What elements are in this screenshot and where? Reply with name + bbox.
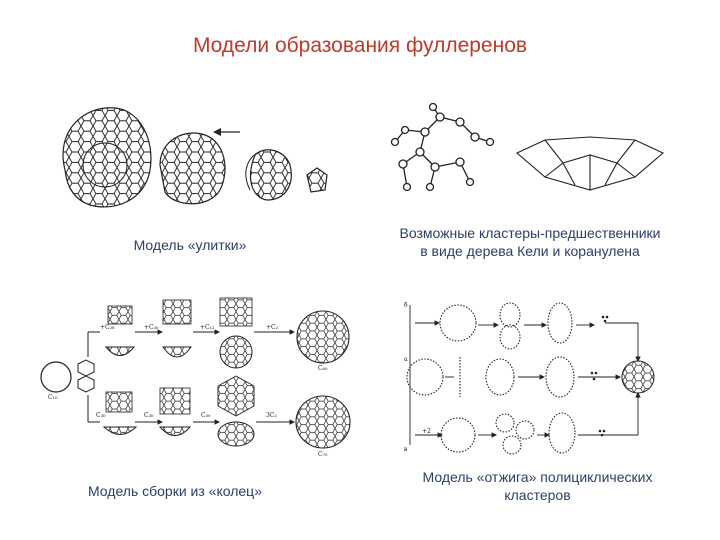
caption-annealing-line2: кластеров [380, 486, 695, 504]
caption-ring-assembly: Модель сборки из «колец» [50, 482, 300, 500]
label-row-a: а [404, 356, 408, 363]
label-row-b: б [404, 302, 408, 309]
bottom-row-molecules [104, 376, 350, 448]
label-bottom-step1: C₃₀ [144, 412, 154, 419]
snail-large-shell [63, 108, 151, 207]
start-ring: C₁₀ [41, 360, 94, 401]
caption-precursors-line2: в виде дерева Кели и коранулена [355, 242, 705, 260]
caption-precursors: Возможные кластеры-предшественники в вид… [355, 224, 705, 260]
caption-snail-model: Модель «улитки» [100, 236, 280, 254]
label-plus-two: +2 [422, 428, 431, 435]
snail-model-figure [45, 100, 345, 220]
caption-precursors-line1: Возможные кластеры-предшественники [355, 224, 705, 242]
caption-annealing: Модель «отжига» полициклических кластеро… [380, 468, 695, 504]
corannulene-figure [515, 135, 665, 195]
label-top-step4: +C₂ [266, 324, 279, 331]
snail-medium-shell [160, 133, 225, 204]
caption-annealing-line1: Модель «отжига» полициклических [380, 468, 695, 486]
label-top-step3: +C₁₂ [200, 324, 215, 331]
label-bottom-step2: C₃₀ [201, 412, 211, 419]
slide-title: Модели образования фуллеренов [0, 34, 720, 58]
label-bottom-left: C₃₀ [96, 412, 106, 419]
annealing-figure: б а в +2 [400, 295, 670, 455]
label-start: C₁₀ [48, 394, 58, 401]
label-top-step2: +C₃₀ [144, 324, 159, 331]
cayley-tree-figure [385, 102, 495, 202]
snail-fragment [307, 168, 327, 192]
label-bottom-step3: 3C₂ [266, 412, 277, 419]
arrow-left-icon [213, 128, 240, 136]
top-row-molecules [106, 298, 349, 368]
label-top-step1: +C₂₈ [100, 324, 115, 331]
annealed-fullerene [622, 361, 654, 393]
label-bottom-product: C₇₀ [318, 451, 328, 458]
label-row-c: в [404, 446, 408, 453]
snail-small-shell [246, 150, 291, 200]
ring-assembly-figure: C₁₀ +C₂₈ +C₃₀ +C₁₂ +C₂ C₆₀ C₃₀ C₃₀ [38, 292, 358, 462]
label-top-product: C₆₀ [318, 365, 328, 372]
